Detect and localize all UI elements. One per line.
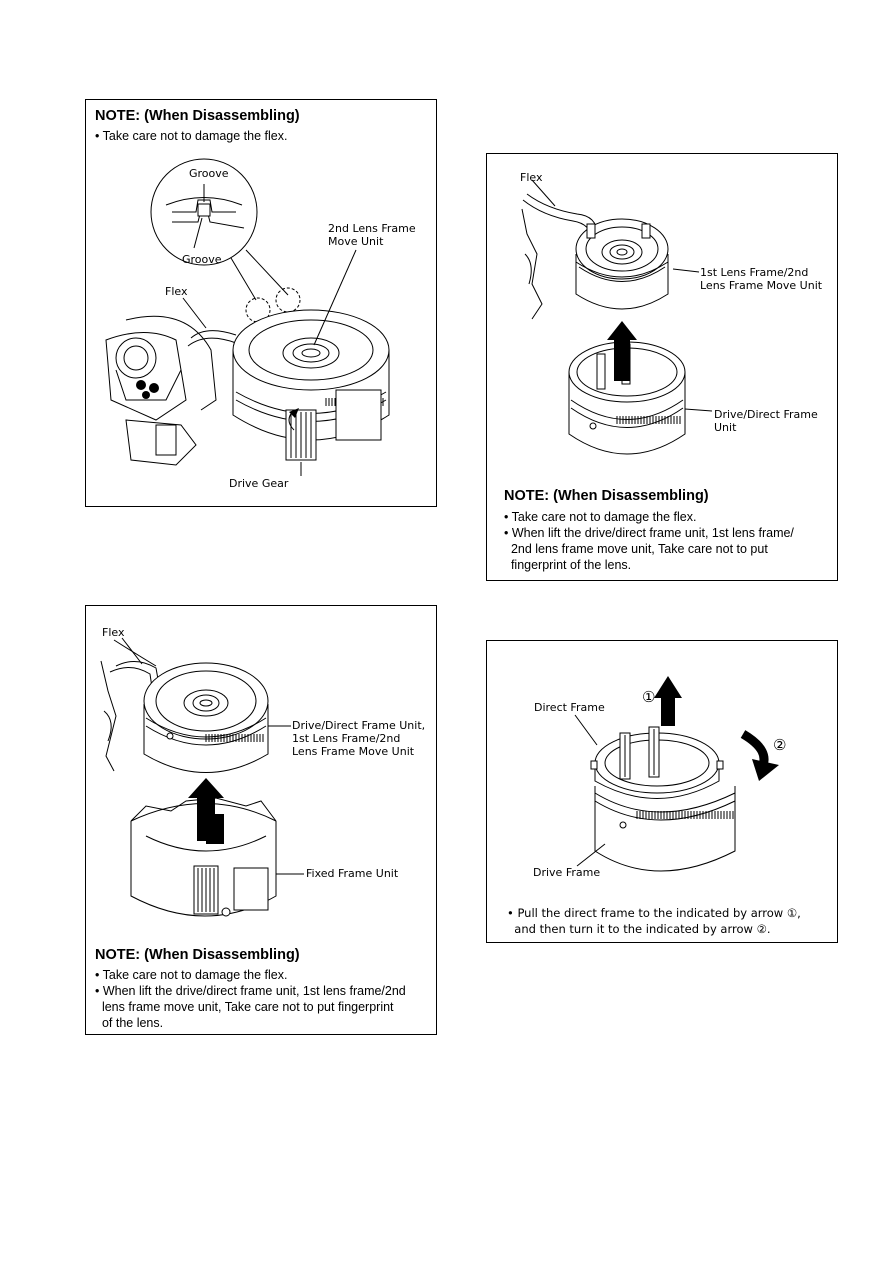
note-line-3: lens frame move unit, Take care not to p… xyxy=(95,1000,394,1014)
groove-bottom-label: Groove xyxy=(182,253,222,266)
note-line-1: • Take care not to damage the flex. xyxy=(504,510,697,524)
note-line: • Take care not to damage the flex. xyxy=(95,129,288,143)
lift-lens-frame-illustration xyxy=(521,179,713,455)
note-title: NOTE: (When Disassembling) xyxy=(504,488,709,504)
flex-label: Flex xyxy=(520,171,543,184)
arrow-1-marker: ① xyxy=(642,688,656,706)
direct-frame-label: Direct Frame xyxy=(534,701,605,714)
groove-top-label: Groove xyxy=(189,167,229,180)
fixed-frame-label: Fixed Frame Unit xyxy=(306,867,399,880)
panel-lift-lens-frame: Flex 1st Lens Frame/2nd Lens Frame Move … xyxy=(486,153,838,581)
panel-fixed-frame: Flex Drive/Direct Frame Unit, 1st Lens F… xyxy=(85,605,437,1035)
note-line-4: of the lens. xyxy=(95,1016,164,1030)
flex-label: Flex xyxy=(102,626,125,639)
note-title: NOTE: (When Disassembling) xyxy=(95,947,300,963)
note-line-3: 2nd lens frame move unit, Take care not … xyxy=(504,542,768,556)
drive-direct-label: Drive/Direct Frame Unit, 1st Lens Frame/… xyxy=(292,719,426,758)
note-line-2: • When lift the drive/direct frame unit,… xyxy=(95,984,406,998)
panel-flex-groove: NOTE: (When Disassembling) • Take care n… xyxy=(85,99,437,507)
note-line-1: • Take care not to damage the flex. xyxy=(95,968,288,982)
note-line-4: fingerprint of the lens. xyxy=(504,558,632,572)
drive-direct-label: Drive/Direct Frame Unit xyxy=(714,408,818,434)
lens-frame-label: 1st Lens Frame/2nd Lens Frame Move Unit xyxy=(700,266,823,292)
note-line-2: and then turn it to the indicated by arr… xyxy=(507,922,771,936)
lens-assembly-illustration xyxy=(105,158,390,476)
note-line-2: • When lift the drive/direct frame unit,… xyxy=(504,526,794,540)
note-title: NOTE: (When Disassembling) xyxy=(95,108,300,124)
lens-move-unit-label: 2nd Lens Frame Move Unit xyxy=(328,222,416,248)
drive-frame-label: Drive Frame xyxy=(533,866,601,879)
direct-frame-illustration xyxy=(574,676,779,872)
fixed-frame-illustration xyxy=(100,637,304,917)
flex-label: Flex xyxy=(165,285,188,298)
arrow-2-marker: ② xyxy=(773,736,787,754)
panel-direct-frame: ① ② Direct Frame Drive Frame • Pull the … xyxy=(486,640,838,943)
note-line-1: • Pull the direct frame to the indicated… xyxy=(507,906,801,920)
drive-gear-label: Drive Gear xyxy=(229,477,289,490)
